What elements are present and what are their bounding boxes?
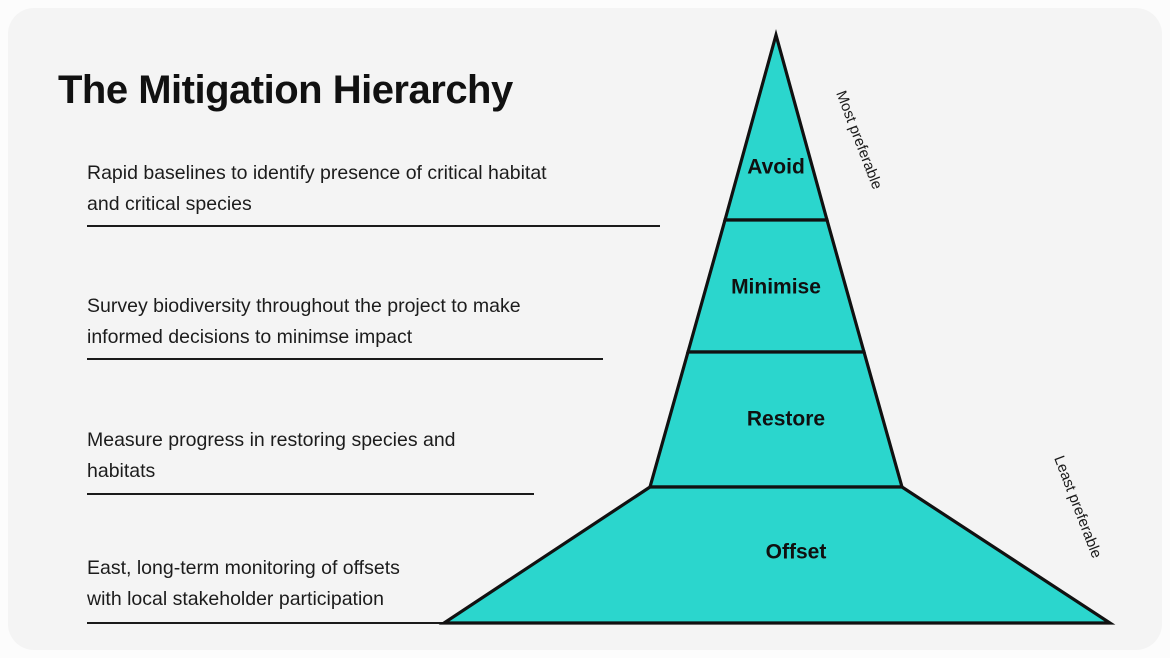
- divider-rule-restore: [87, 493, 534, 495]
- tier-description-restore: Measure progress in restoring species an…: [87, 425, 647, 487]
- tier-description-minimise: Survey biodiversity throughout the proje…: [87, 291, 647, 353]
- tier-description-line: habitats: [87, 460, 156, 482]
- pyramid-tier-label-minimise: Minimise: [731, 276, 821, 299]
- mitigation-pyramid: Avoid Minimise Restore Offset Most prefe…: [438, 28, 1116, 625]
- divider-rule-avoid: [87, 225, 660, 227]
- tier-description-line: informed decisions to minimse impact: [87, 326, 413, 348]
- divider-rule-minimise: [87, 358, 603, 360]
- most-preferable-label: Most preferable: [832, 88, 885, 191]
- pyramid-tier-avoid[interactable]: [722, 28, 830, 222]
- least-preferable-label: Least preferable: [1050, 453, 1105, 560]
- tier-description-line: Measure progress in restoring species an…: [87, 429, 456, 451]
- pyramid-tier-label-offset: Offset: [766, 541, 827, 564]
- page-title: The Mitigation Hierarchy: [58, 68, 513, 112]
- tier-description-line: with local stakeholder participation: [87, 588, 384, 610]
- tier-description-line: Survey biodiversity throughout the proje…: [87, 295, 521, 317]
- tier-description-offset: East, long-term monitoring of offsets wi…: [87, 553, 647, 615]
- tier-description-line: Rapid baselines to identify presence of …: [87, 162, 547, 184]
- tier-description-line: East, long-term monitoring of offsets: [87, 557, 400, 579]
- pyramid-tier-offset[interactable]: [438, 485, 1116, 625]
- pyramid-tier-label-restore: Restore: [747, 408, 825, 431]
- pyramid-tier-label-avoid: Avoid: [747, 156, 805, 179]
- tier-description-line: and critical species: [87, 193, 252, 215]
- divider-rule-offset: [87, 622, 457, 624]
- infographic-card: The Mitigation Hierarchy Rapid baselines…: [8, 8, 1162, 650]
- tier-description-avoid: Rapid baselines to identify presence of …: [87, 158, 647, 220]
